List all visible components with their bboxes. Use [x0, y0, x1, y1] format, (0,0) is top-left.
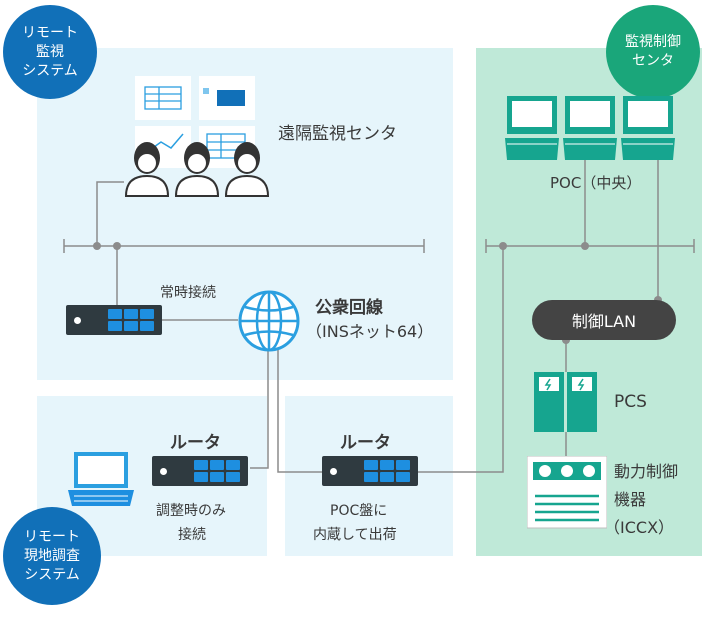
router-led [330, 468, 337, 475]
field-survey-badge: リモート 現地調査 システム [3, 507, 101, 605]
control-lan-pill: 制御LAN [532, 300, 676, 340]
router-led [74, 317, 81, 324]
pcs-cabinet-icon [534, 372, 597, 432]
always-connected-label: 常時接続 [160, 285, 216, 301]
control-lan-label: 制御LAN [571, 312, 637, 331]
field-note-1: 調整時のみ [156, 503, 226, 519]
router-led [160, 468, 167, 475]
iccx-label-3: （ICCX） [604, 518, 675, 537]
monitoring-screens-icon [135, 76, 255, 168]
globe-icon [238, 290, 300, 352]
iccx-label-1: 動力制御 [614, 462, 679, 481]
field-router-label: ルータ [170, 433, 221, 453]
poc-router-label: ルータ [340, 433, 391, 453]
iccx-label-2: 機器 [614, 490, 647, 509]
poc-terminals-icon [505, 96, 675, 160]
router-field-survey [152, 456, 248, 486]
remote-center-label: 遠隔監視センタ [278, 124, 397, 144]
control-center-badge: 監視制御 センタ [606, 5, 700, 99]
poc-central-label: POC（中央） [550, 174, 642, 192]
pcs-label: PCS [614, 392, 647, 412]
poc-note-1: POC盤に [330, 503, 388, 519]
operators-icon [124, 142, 270, 197]
public-line-subtitle: （INSネット64） [306, 322, 434, 341]
field-note-2: 接続 [178, 527, 206, 543]
iccx-device-icon [527, 456, 607, 529]
router-poc-panel [322, 456, 418, 486]
public-line-title: 公衆回線 [315, 298, 383, 318]
remote-monitoring-badge: リモート 監視 システム [3, 5, 97, 99]
router-remote-monitoring [66, 305, 162, 335]
poc-note-2: 内蔵して出荷 [313, 527, 397, 543]
laptop-icon [68, 452, 134, 506]
